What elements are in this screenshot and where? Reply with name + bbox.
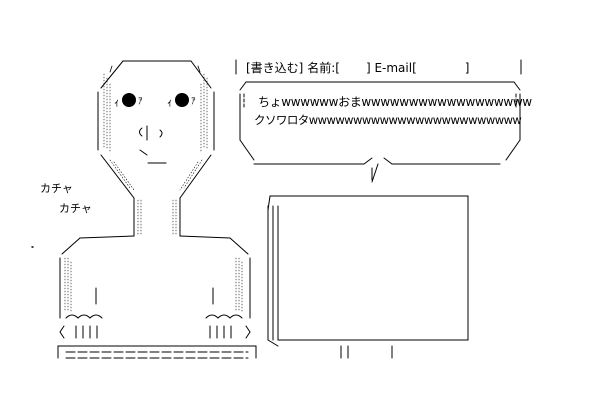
svg-text:ｱ: ｱ [191, 97, 196, 107]
body-outline [59, 235, 251, 319]
submit-button[interactable]: [書き込む] [246, 61, 304, 75]
svg-text:ｱ: ｱ [138, 97, 143, 107]
typing-sound-1: カチャ [40, 182, 73, 195]
keyboard [57, 345, 257, 359]
post-form-header: [書き込む] 名前:[] E-mail[] [246, 61, 469, 75]
hair-strokes [109, 65, 201, 73]
speech-line-2: クソワロタwwwwwwwwwwwwwwwwwwwwwwww [254, 113, 522, 127]
email-label: E-mail [374, 61, 413, 75]
svg-text:ｨ: ｨ [114, 96, 120, 109]
email-field-open: [ [412, 61, 417, 75]
name-label: 名前: [307, 61, 336, 75]
email-field-close: ] [464, 61, 470, 75]
name-field-open: [ [335, 61, 340, 75]
svg-text:ｨ: ｨ [167, 96, 173, 109]
right-hand [205, 314, 251, 339]
face-features [139, 125, 167, 164]
left-hand [59, 314, 103, 339]
speech-bubble [235, 59, 522, 183]
monitor [267, 195, 469, 359]
typing-sound-2: カチャ [59, 202, 92, 215]
eyes: ｨ ｱ ｨ ｱ [114, 93, 196, 109]
body-shading [64, 257, 243, 313]
speech-line-1: ちょwwwwwwおまwwwwwwwwwwwwwwwwww [258, 95, 532, 109]
head-outline [97, 60, 215, 199]
name-field-close: ] [365, 61, 371, 75]
head-shading [103, 73, 208, 191]
neck [133, 197, 181, 237]
neck-shading [137, 199, 177, 237]
